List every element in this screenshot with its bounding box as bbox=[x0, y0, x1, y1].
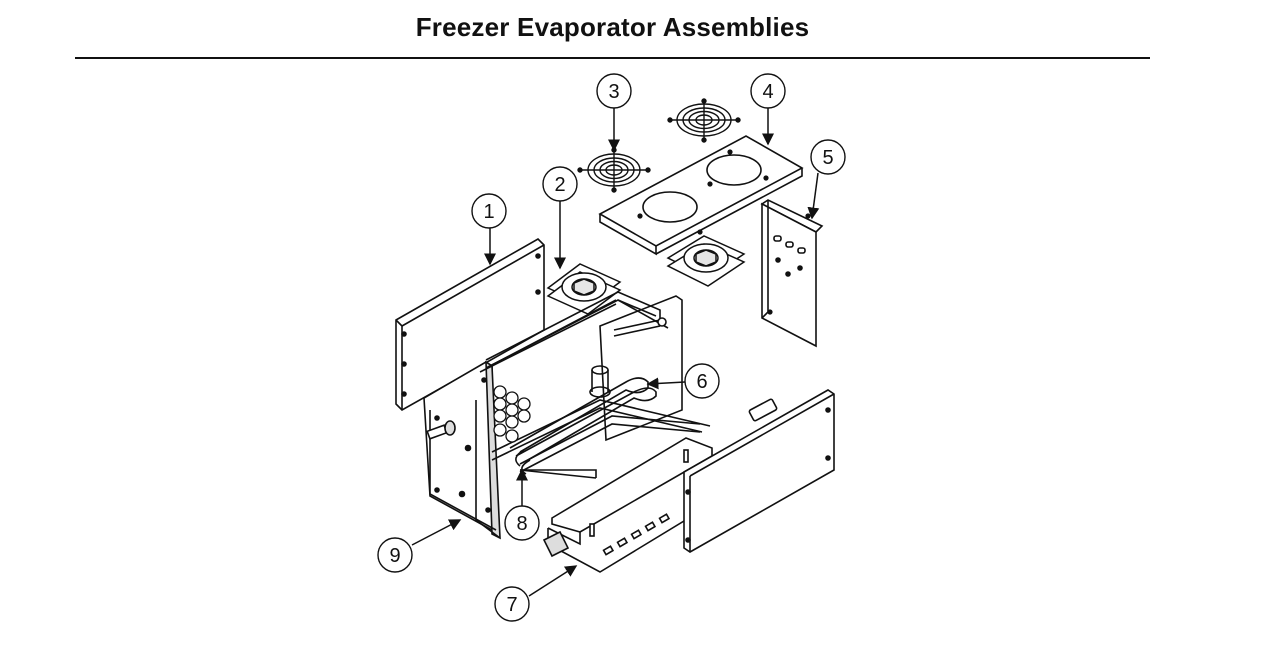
svg-text:3: 3 bbox=[608, 81, 619, 103]
svg-text:4: 4 bbox=[762, 81, 773, 103]
callout-1: 1 bbox=[471, 193, 507, 229]
svg-text:9: 9 bbox=[389, 545, 400, 567]
leader-7 bbox=[528, 565, 578, 597]
leader-5 bbox=[807, 172, 820, 220]
heater-element-6 bbox=[509, 365, 701, 475]
side-panel-1 bbox=[395, 238, 545, 411]
leader-lines bbox=[411, 108, 820, 597]
evaporator-fan-2 bbox=[546, 263, 622, 315]
callout-5: 5 bbox=[810, 139, 846, 175]
callout-4: 4 bbox=[750, 73, 786, 109]
svg-text:7: 7 bbox=[506, 594, 517, 616]
callout-3: 3 bbox=[596, 73, 632, 109]
callout-7: 7 bbox=[494, 586, 530, 622]
drain-pan-7 bbox=[542, 437, 713, 573]
control-panel-5 bbox=[760, 199, 824, 348]
fan-guard-upper bbox=[667, 98, 741, 143]
callout-9: 9 bbox=[377, 537, 413, 573]
svg-text:6: 6 bbox=[696, 371, 707, 393]
callout-2: 2 bbox=[542, 166, 578, 202]
leader-9 bbox=[411, 519, 462, 546]
evaporator-housing-9 bbox=[423, 291, 711, 540]
leader-6 bbox=[646, 377, 686, 390]
svg-text:5: 5 bbox=[822, 147, 833, 169]
fan-guard-3 bbox=[577, 147, 651, 193]
top-cover-4 bbox=[598, 135, 804, 256]
front-side-panel bbox=[683, 389, 835, 553]
evaporator-fan-lower bbox=[666, 235, 746, 287]
evaporator-coil-fins bbox=[493, 385, 531, 443]
callout-8: 8 bbox=[504, 505, 540, 541]
callout-6: 6 bbox=[684, 363, 720, 399]
svg-text:8: 8 bbox=[516, 513, 527, 535]
svg-text:2: 2 bbox=[554, 174, 565, 196]
title-divider bbox=[75, 57, 1150, 59]
svg-text:1: 1 bbox=[483, 201, 494, 223]
page-title: Freezer Evaporator Assemblies bbox=[415, 12, 810, 42]
heater-rods-upper bbox=[479, 299, 667, 373]
